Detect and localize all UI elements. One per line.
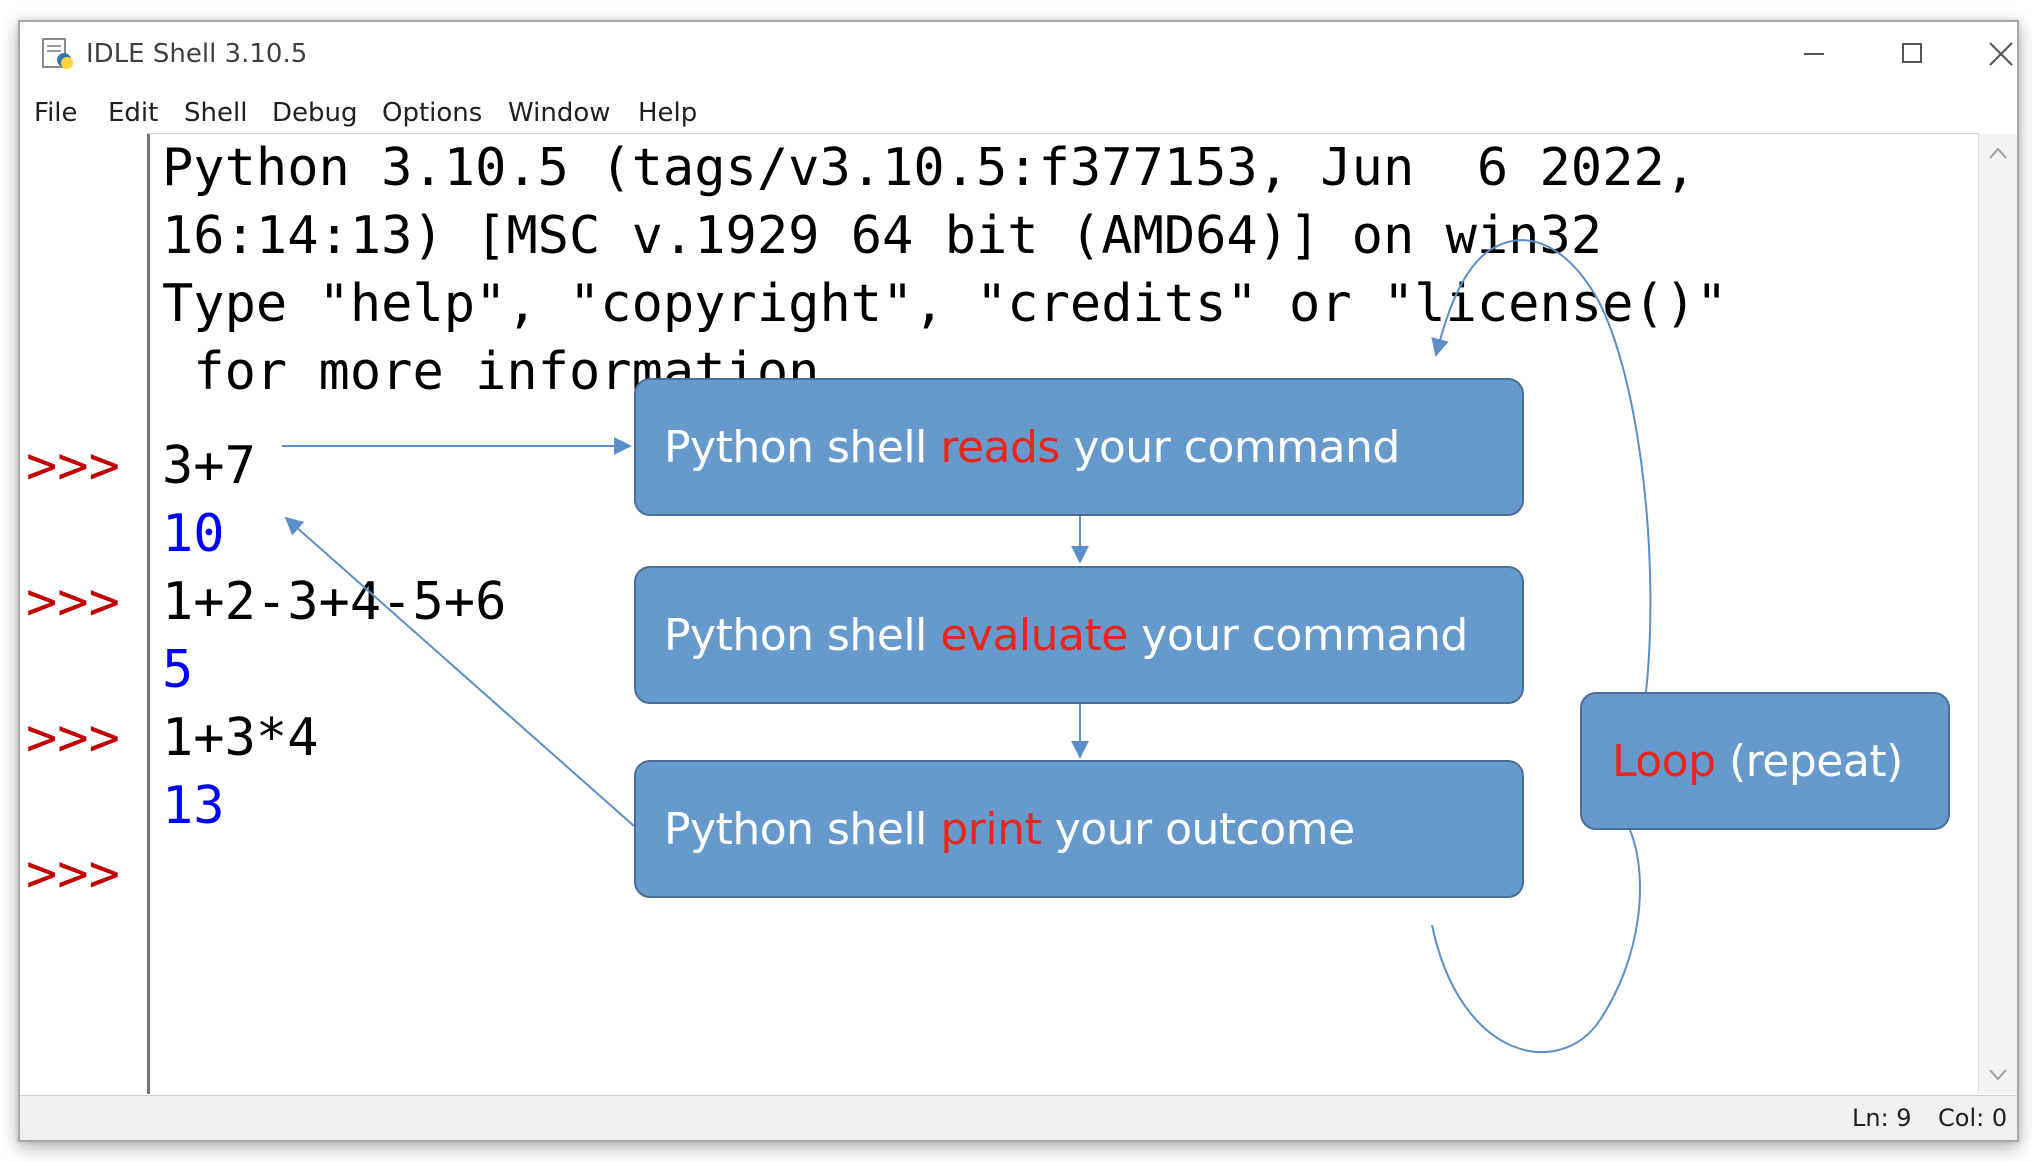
output-line-1: 10	[162, 504, 225, 564]
vertical-scrollbar[interactable]	[1978, 134, 2017, 1094]
status-line-number: Ln: 9	[1852, 1104, 1912, 1132]
read-prefix: Python shell	[664, 421, 941, 473]
menu-edit[interactable]: Edit	[108, 98, 159, 128]
print-step-box: Python shell print your outcome	[634, 760, 1524, 898]
print-suffix: your outcome	[1041, 803, 1356, 855]
title-bar[interactable]: IDLE Shell 3.10.5	[20, 22, 2017, 86]
evaluate-keyword: evaluate	[940, 609, 1128, 661]
menu-options[interactable]: Options	[382, 98, 483, 128]
input-line-1: 3+7	[162, 436, 256, 496]
read-step-box: Python shell reads your command	[634, 378, 1524, 516]
loop-keyword: Loop	[1612, 735, 1716, 787]
menu-bar: File Edit Shell Debug Options Window Hel…	[20, 90, 2017, 136]
window-title: IDLE Shell 3.10.5	[86, 39, 308, 69]
read-suffix: your command	[1059, 421, 1400, 473]
input-line-2: 1+2-3+4-5+6	[162, 572, 507, 632]
menu-file[interactable]: File	[34, 98, 78, 128]
prompt-4: >>>	[26, 844, 120, 904]
prompt-2: >>>	[26, 572, 120, 632]
evaluate-step-box: Python shell evaluate your command	[634, 566, 1524, 704]
prompt-1: >>>	[26, 436, 120, 496]
prompt-3: >>>	[26, 708, 120, 768]
menu-window[interactable]: Window	[508, 98, 611, 128]
input-line-3: 1+3*4	[162, 708, 319, 768]
loop-suffix: (repeat)	[1715, 735, 1903, 787]
evaluate-suffix: your command	[1127, 609, 1468, 661]
loop-arrow	[1432, 239, 1652, 1054]
close-icon[interactable]	[1986, 32, 2016, 76]
output-line-2: 5	[162, 640, 194, 700]
menu-shell[interactable]: Shell	[184, 98, 248, 128]
read-keyword: reads	[940, 421, 1060, 473]
scroll-up-icon[interactable]	[1988, 146, 2008, 160]
status-bar: Ln: 9 Col: 0	[20, 1095, 2017, 1140]
menu-help[interactable]: Help	[638, 98, 698, 128]
banner-line-3: Type "help", "copyright", "credits" or "…	[162, 274, 1728, 334]
banner-line-2: 16:14:13) [MSC v.1929 64 bit (AMD64)] on…	[162, 206, 1603, 266]
menu-debug[interactable]: Debug	[272, 98, 358, 128]
output-line-3: 13	[162, 776, 225, 836]
gutter-divider	[147, 134, 150, 1094]
python-idle-icon	[42, 38, 73, 69]
editor-top-border	[147, 133, 1979, 134]
scroll-down-icon[interactable]	[1988, 1068, 2008, 1082]
banner-line-1: Python 3.10.5 (tags/v3.10.5:f377153, Jun…	[162, 138, 1697, 198]
print-to-output-arrow	[284, 516, 635, 827]
evaluate-prefix: Python shell	[664, 609, 941, 661]
loop-step-box: Loop (repeat)	[1580, 692, 1950, 830]
prompt-gutter: >>> >>> >>> >>>	[20, 134, 146, 1094]
status-column-number: Col: 0	[1938, 1104, 2008, 1132]
minimize-icon[interactable]	[1790, 32, 1838, 76]
maximize-icon[interactable]	[1888, 32, 1936, 76]
print-keyword: print	[940, 803, 1042, 855]
print-prefix: Python shell	[664, 803, 941, 855]
